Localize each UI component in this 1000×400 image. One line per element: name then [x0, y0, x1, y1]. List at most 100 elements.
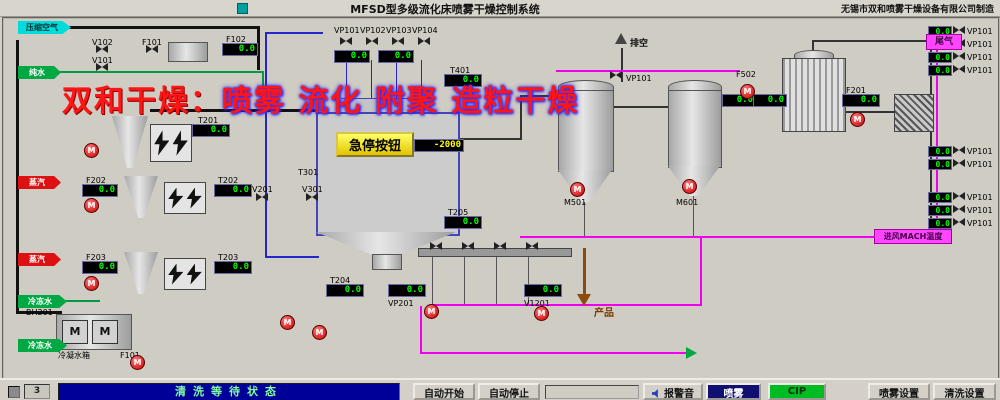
- manufacturer-label: 无锡市双和喷雾干燥设备有限公司制造: [840, 5, 994, 15]
- value-display: 0.0: [928, 192, 952, 203]
- pipe-segment: [842, 111, 894, 113]
- rotary-valve: [372, 254, 402, 270]
- valve-icon[interactable]: [494, 242, 506, 251]
- valve-icon[interactable]: [953, 52, 965, 61]
- pipe-segment: [528, 255, 529, 305]
- pump-icon[interactable]: M: [424, 304, 439, 319]
- pipe-segment: [420, 352, 686, 354]
- auto-stop-button[interactable]: 自动停止: [478, 383, 540, 400]
- auto-start-button[interactable]: 自动开始: [413, 383, 475, 400]
- cyclone-2: [124, 176, 158, 218]
- alarm-sound-button[interactable]: 报警音: [643, 383, 703, 400]
- pump-icon[interactable]: M: [280, 315, 295, 330]
- valve-icon[interactable]: [953, 205, 965, 214]
- equip-label-V201: V201: [252, 185, 273, 194]
- pipe-segment: [265, 256, 319, 258]
- equip-label-T205: T205: [448, 208, 469, 217]
- fluidbed-tank-2-body: [668, 90, 722, 168]
- pipe-segment: [612, 106, 668, 108]
- value-display: 0.0: [214, 184, 252, 197]
- value-display: 0.0: [842, 94, 880, 107]
- source-label-蒸汽: 蒸汽: [18, 253, 61, 266]
- pipe-segment: [58, 71, 264, 73]
- value-display: 0.0: [334, 50, 370, 63]
- valve-icon[interactable]: [306, 193, 318, 202]
- pump-icon[interactable]: M: [84, 276, 99, 291]
- electric-heater-1: [150, 124, 192, 162]
- pump-icon[interactable]: M: [740, 84, 755, 99]
- fluidbed-tank-1-body: [558, 90, 614, 172]
- speaker-icon: [652, 389, 658, 398]
- valve-icon[interactable]: [953, 65, 965, 74]
- equip-label-F101: F101: [120, 351, 140, 360]
- equip-label-F102: F102: [226, 35, 246, 44]
- pipe-segment: [621, 48, 623, 82]
- equip-label-VP101: VP101: [967, 27, 993, 36]
- valve-icon[interactable]: [430, 242, 442, 251]
- emergency-stop-button[interactable]: 急停按钮: [336, 132, 414, 157]
- bottom-bar: 3 清洗等待状态 自动开始 自动停止 报警音 喷雾 CIP 喷雾设置 清洗设置: [0, 378, 1000, 400]
- counter-display: 3: [24, 384, 50, 399]
- equip-label-M501: M501: [564, 198, 587, 207]
- condenser-heat-exchanger: [782, 58, 846, 132]
- equip-label-VP101: VP101: [967, 66, 993, 75]
- equip-label-T204: T204: [330, 276, 351, 285]
- valve-icon[interactable]: [146, 45, 158, 54]
- equip-label-T401: T401: [450, 66, 471, 75]
- equip-label-VP101: VP101: [967, 53, 993, 62]
- pipe-segment: [262, 71, 264, 109]
- valve-icon[interactable]: [340, 37, 352, 46]
- valve-icon[interactable]: [96, 45, 108, 54]
- valve-icon[interactable]: [953, 159, 965, 168]
- clean-settings-button[interactable]: 清洗设置: [933, 383, 996, 400]
- pipe-segment: [432, 255, 433, 305]
- valve-icon[interactable]: [526, 242, 538, 251]
- valve-icon[interactable]: [256, 193, 268, 202]
- valve-icon[interactable]: [462, 242, 474, 251]
- pump-icon[interactable]: M: [570, 182, 585, 197]
- equip-label-VP101: VP101: [967, 147, 993, 156]
- source-label-压缩空气: 压缩空气: [18, 21, 71, 34]
- spray-button[interactable]: 喷雾: [706, 383, 761, 400]
- valve-icon[interactable]: [953, 146, 965, 155]
- equip-label-M601: M601: [676, 198, 699, 207]
- pump-icon[interactable]: M: [534, 306, 549, 321]
- value-display: 0.0: [378, 50, 414, 63]
- product-label: 产品: [594, 308, 614, 319]
- equip-label-V102: V102: [92, 38, 113, 47]
- value-display: 0.0: [524, 284, 562, 297]
- equip-label-T203: T203: [218, 253, 239, 262]
- valve-icon[interactable]: [953, 218, 965, 227]
- pipe-segment: [520, 95, 522, 140]
- pipe-segment: [16, 40, 19, 314]
- equip-label-冷凝水箱: 冷凝水箱: [58, 351, 90, 360]
- valve-icon[interactable]: [610, 71, 622, 80]
- valve-icon[interactable]: [953, 26, 965, 35]
- valve-icon[interactable]: [953, 192, 965, 201]
- equip-label-T201: T201: [198, 116, 219, 125]
- valve-icon[interactable]: [366, 37, 378, 46]
- source-label-纯水: 纯水: [18, 66, 61, 79]
- cip-button[interactable]: CIP: [768, 383, 826, 400]
- electric-heater-2: [164, 182, 206, 214]
- pipe-segment: [812, 40, 814, 52]
- pump-icon[interactable]: M: [130, 355, 145, 370]
- value-display: 0.0: [928, 205, 952, 216]
- value-display: 0.0: [444, 216, 482, 229]
- valve-icon[interactable]: [96, 63, 108, 72]
- pump-icon[interactable]: M: [84, 198, 99, 213]
- pump-icon[interactable]: M: [682, 179, 697, 194]
- spray-settings-button[interactable]: 喷雾设置: [868, 383, 930, 400]
- equip-label-F202: F202: [86, 176, 106, 185]
- pump-icon[interactable]: M: [84, 143, 99, 158]
- pump-icon[interactable]: M: [850, 112, 865, 127]
- pump-icon[interactable]: M: [312, 325, 327, 340]
- valve-icon[interactable]: [392, 37, 404, 46]
- pipe-segment: [257, 28, 260, 70]
- pipe-segment: [421, 60, 422, 100]
- air-filter-regulator: [168, 42, 208, 62]
- pipe-segment: [583, 248, 586, 294]
- valve-icon[interactable]: [418, 37, 430, 46]
- pipe-segment: [464, 255, 465, 305]
